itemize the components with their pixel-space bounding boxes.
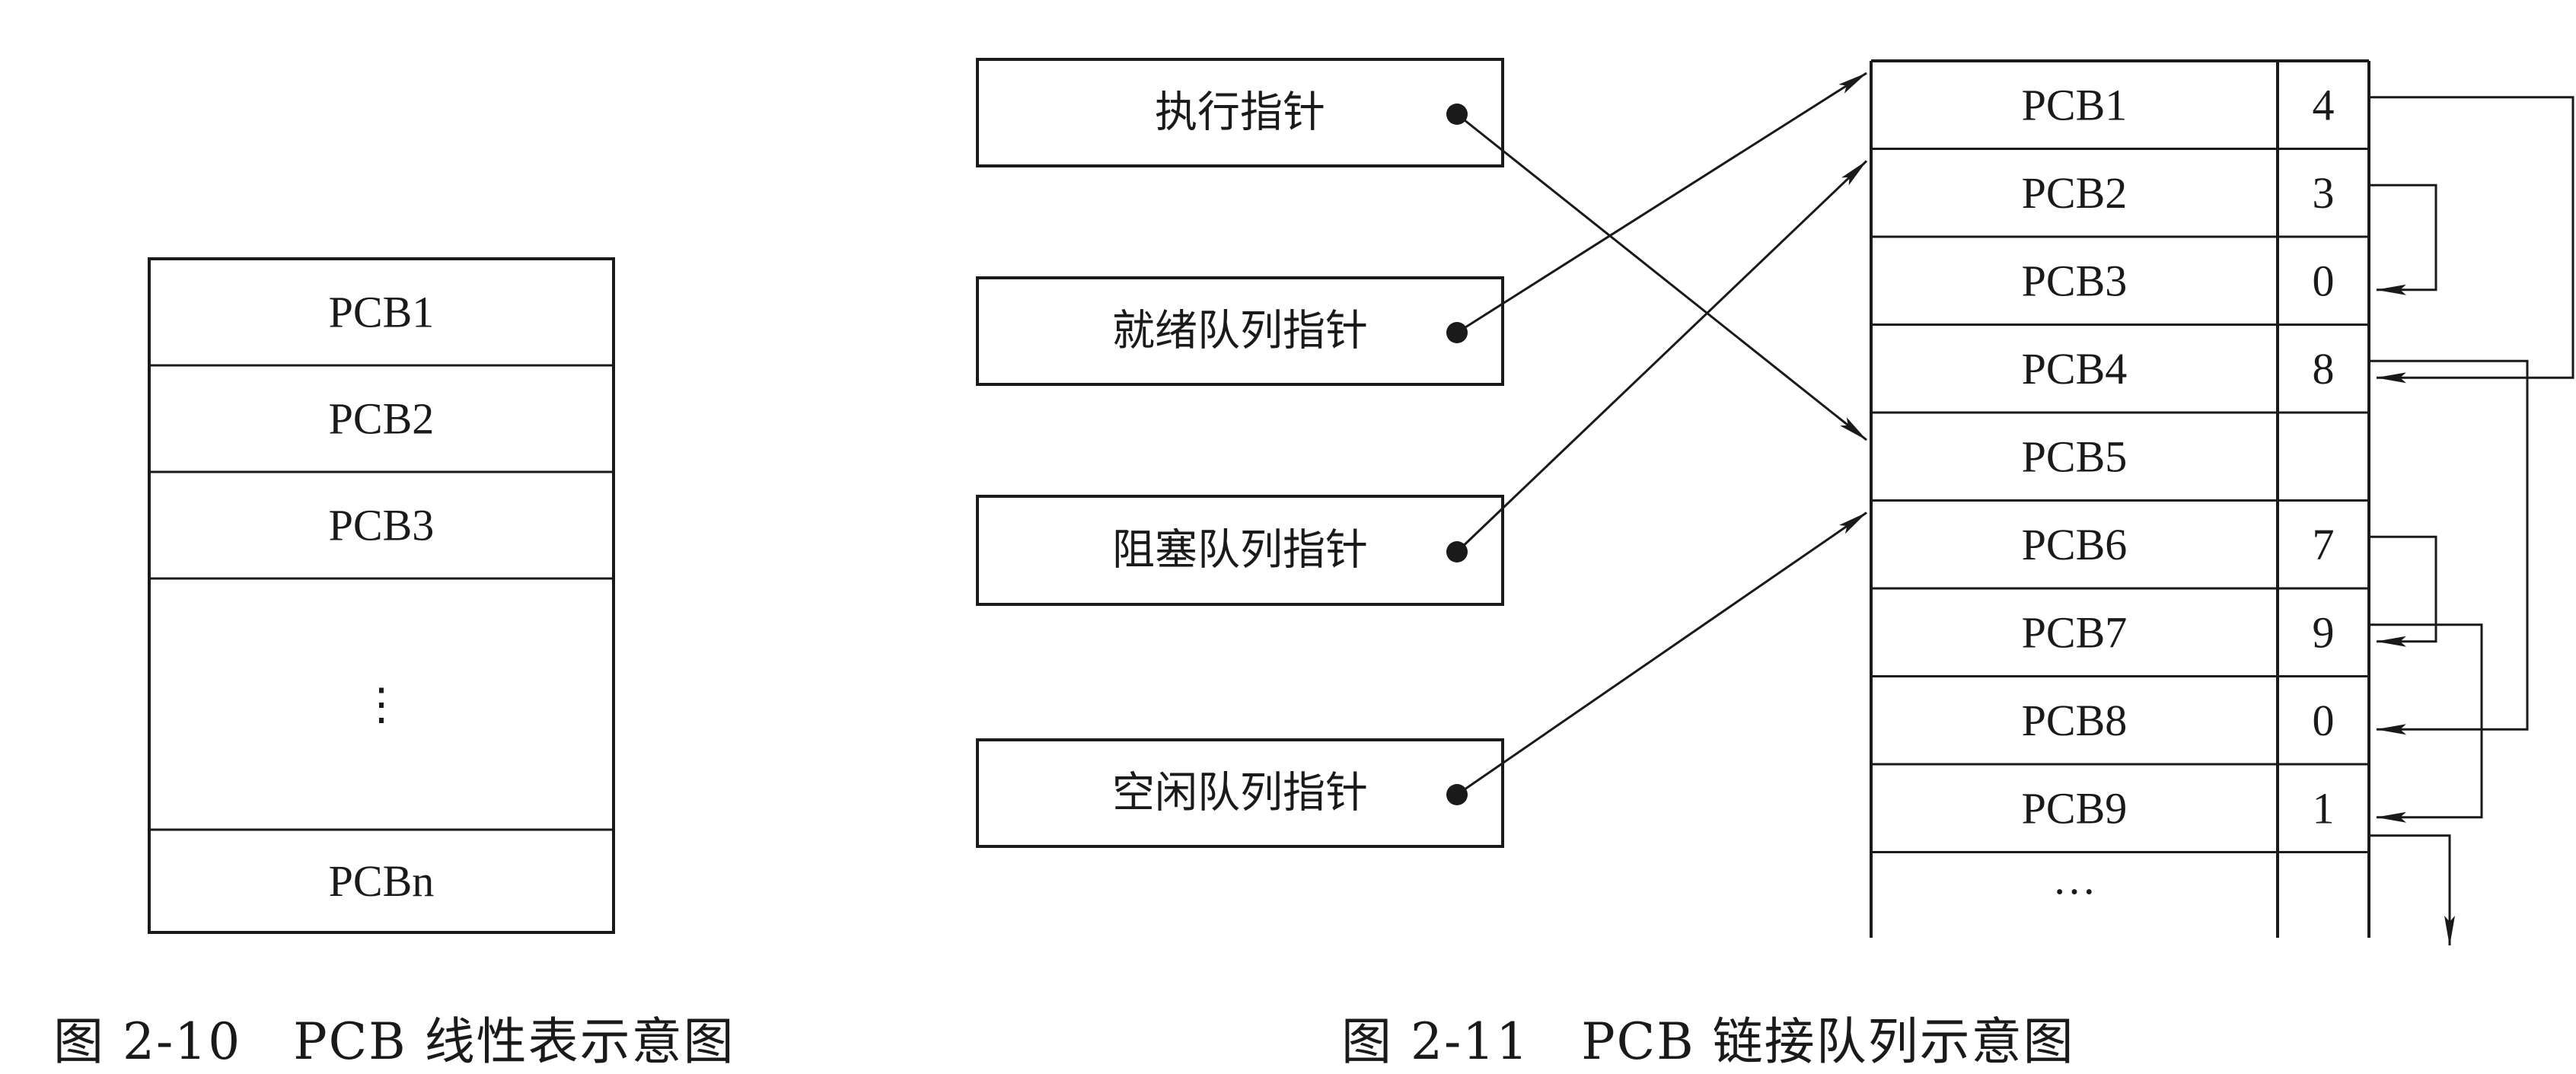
next-cell-PCB2: 3 [2313, 168, 2335, 218]
linear-table-row-4: ⋮ [359, 680, 403, 729]
next-link-continue-arrow [2370, 834, 2455, 946]
queue-pointer-arrow-4 [1456, 512, 1867, 796]
linear-table-row-3: PCB3 [329, 501, 435, 550]
pcb-cell-PCB6: PCB6 [2022, 520, 2128, 569]
next-cell-PCB8: 0 [2313, 696, 2335, 745]
next-link-arrow [2370, 359, 2529, 735]
next-cell-PCB1: 4 [2313, 80, 2335, 129]
next-cell-PCB3: 0 [2313, 256, 2335, 305]
fig10-caption: 图 2-10 PCB 线性表示意图 [53, 1012, 735, 1071]
queue-pointer-label-1: 执行指针 [1155, 88, 1325, 138]
next-link-arrow [2370, 183, 2437, 295]
pcb-cell-PCB9: PCB9 [2022, 783, 2128, 833]
queue-pointer-label-4: 空闲队列指针 [1112, 769, 1368, 818]
next-cell-PCB9: 1 [2313, 783, 2335, 833]
next-cell-PCB4: 8 [2313, 344, 2335, 394]
queue-pointer-arrow-1 [1456, 113, 1867, 441]
next-link-arrow [2370, 623, 2483, 823]
queue-pointer-box-4 [976, 738, 1504, 848]
pcb-cell-PCB1: PCB1 [2022, 80, 2128, 129]
queue-pointer-arrow-2 [1456, 72, 1867, 334]
queue-pointer-label-2: 就绪队列指针 [1112, 307, 1368, 356]
pcb-cell-PCB4: PCB4 [2022, 344, 2128, 394]
fig11-caption: 图 2-11 PCB 链接队列示意图 [1341, 1012, 2075, 1071]
linear-table-frame [148, 257, 615, 934]
queue-pointer-box-1 [976, 58, 1504, 167]
linear-table-row-2: PCB2 [329, 394, 435, 444]
pcb-table-ellipsis: ··· [2052, 867, 2096, 916]
linear-table-row-1: PCB1 [329, 288, 435, 337]
next-link-arrow [2370, 96, 2574, 384]
queue-pointer-box-2 [976, 276, 1504, 386]
queue-pointer-box-3 [976, 495, 1504, 606]
next-cell-PCB6: 7 [2313, 520, 2335, 569]
queue-pointer-arrow-3 [1455, 160, 1868, 553]
pcb-cell-PCB5: PCB5 [2022, 432, 2128, 481]
queue-pointer-label-3: 阻塞队列指针 [1112, 526, 1368, 575]
next-cell-PCB7: 9 [2313, 607, 2335, 657]
pcb-cell-PCB3: PCB3 [2022, 256, 2128, 305]
linear-table-row-5: PCBn [329, 856, 435, 906]
next-link-arrow [2370, 535, 2437, 647]
pcb-cell-PCB8: PCB8 [2022, 696, 2128, 745]
pcb-cell-PCB2: PCB2 [2022, 168, 2128, 218]
pcb-cell-PCB7: PCB7 [2022, 607, 2128, 657]
